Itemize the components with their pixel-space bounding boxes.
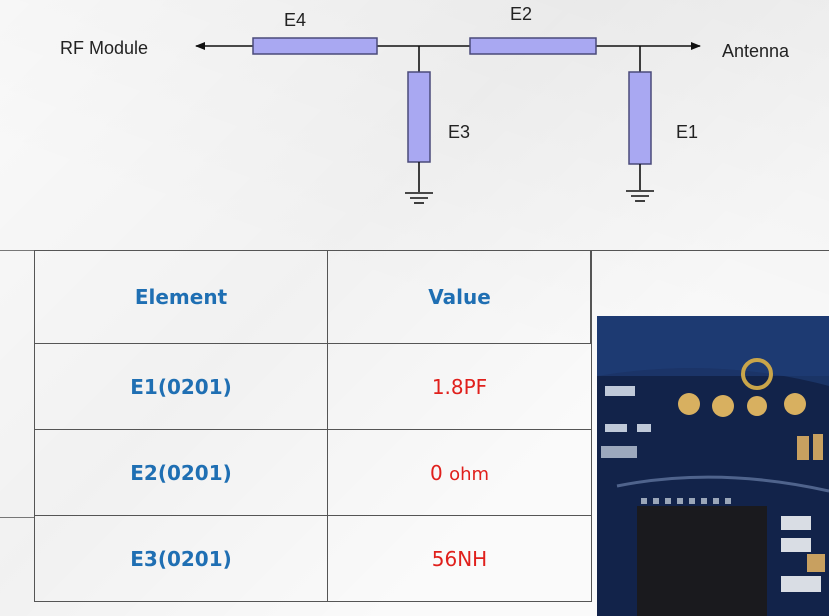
pcb-photo-illustration bbox=[597, 316, 829, 616]
table-row: E3(0201) 56NH bbox=[34, 515, 592, 602]
component-e1 bbox=[628, 71, 652, 165]
value-number: 56NH bbox=[431, 546, 488, 571]
cell-value: 56NH bbox=[327, 515, 592, 602]
antenna-label: Antenna bbox=[722, 41, 790, 61]
cell-element: E1(0201) bbox=[34, 343, 328, 430]
label-e4: E4 bbox=[284, 10, 306, 30]
divider bbox=[0, 517, 34, 518]
cell-element: E3(0201) bbox=[34, 515, 328, 602]
label-e1: E1 bbox=[676, 122, 698, 142]
header-value: Value bbox=[327, 250, 592, 344]
cell-element: E2(0201) bbox=[34, 429, 328, 516]
value-unit: ohm bbox=[449, 463, 490, 485]
cell-value: 1.8PF bbox=[327, 343, 592, 430]
value-number: 1.8PF bbox=[431, 374, 488, 399]
element-value-table: Element Value E1(0201) 1.8PF E2(0201) 0 … bbox=[34, 250, 592, 602]
value-number: 0 bbox=[429, 460, 443, 485]
ground-icon bbox=[626, 190, 654, 202]
rf-module-label: RF Module bbox=[60, 38, 148, 58]
rf-matching-schematic: RF Module Antenna E4 E2 E3 E1 bbox=[60, 4, 790, 204]
table-row: E2(0201) 0 ohm bbox=[34, 429, 592, 516]
table-header-row: Element Value bbox=[34, 250, 592, 344]
ground-icon bbox=[405, 192, 433, 204]
cell-value: 0 ohm bbox=[327, 429, 592, 516]
pcb-photo bbox=[597, 316, 829, 616]
component-e2 bbox=[469, 37, 597, 55]
label-e3: E3 bbox=[448, 122, 470, 142]
table-row: E1(0201) 1.8PF bbox=[34, 343, 592, 430]
component-e4 bbox=[252, 37, 378, 55]
label-e2: E2 bbox=[510, 4, 532, 24]
header-element: Element bbox=[34, 250, 328, 344]
component-e3 bbox=[407, 71, 431, 163]
